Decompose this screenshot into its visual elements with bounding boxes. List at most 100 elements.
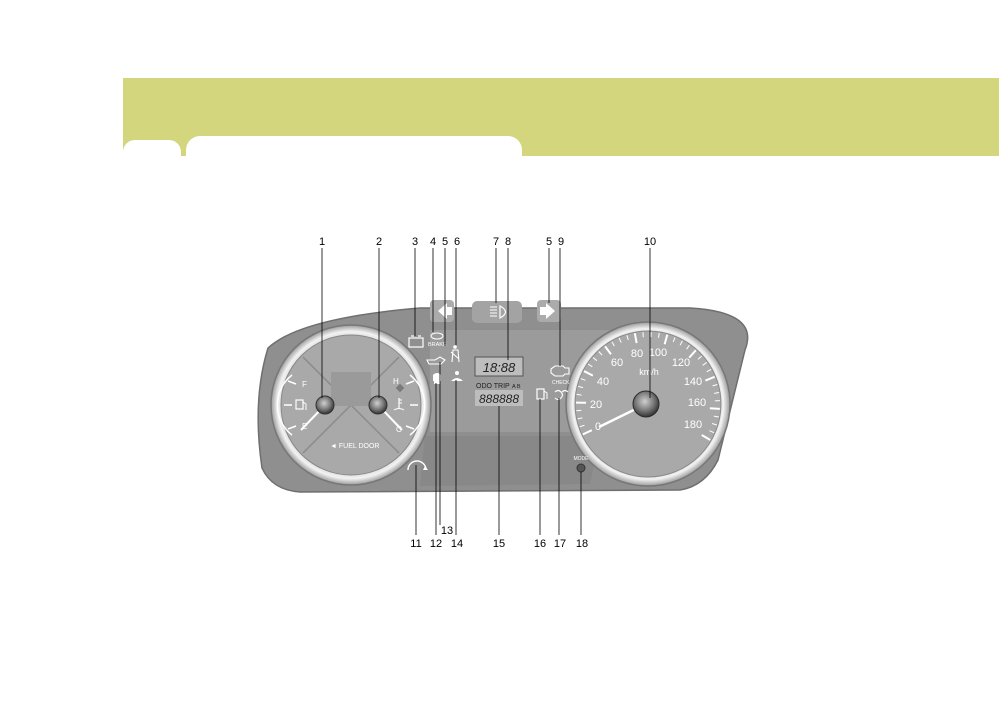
header-tab-small	[123, 140, 181, 162]
callout-3: 3	[412, 236, 418, 248]
odometer-display: 888888	[475, 390, 523, 406]
callout-17: 17	[554, 538, 566, 550]
seat-belt-warning-icon	[450, 345, 460, 363]
callout-4: 4	[430, 236, 436, 248]
speedometer-tick	[626, 335, 629, 341]
speedometer-tick	[714, 392, 720, 394]
callout-12: 12	[430, 538, 442, 550]
speedometer-tick	[705, 375, 716, 382]
callout-5-right: 5	[546, 236, 552, 248]
odometer-value: 888888	[479, 392, 519, 406]
glow-plug-icon	[554, 389, 569, 401]
speedometer-tick	[578, 385, 584, 389]
speed-tick-60: 60	[611, 357, 623, 369]
trip-reset-knob[interactable]	[407, 460, 428, 471]
speedometer-tick	[587, 363, 593, 368]
callout-numbers-bottom: 11 12 13 14 15 16 17 18	[410, 525, 588, 550]
speed-tick-40: 40	[597, 376, 609, 388]
speedometer-tick	[706, 368, 712, 373]
coolant-temperature-icon	[393, 398, 405, 411]
speedometer-tick	[633, 333, 638, 344]
speedometer-tick	[604, 345, 612, 355]
speedometer-tick	[580, 378, 586, 381]
header-tab-main	[186, 136, 522, 162]
speedometer-tick	[697, 355, 703, 360]
temp-cold-label: C	[396, 425, 402, 434]
airbag-warning-icon	[451, 371, 463, 381]
speed-tick-120: 120	[672, 357, 690, 369]
speedometer-tick	[679, 340, 683, 346]
speedometer-tick	[702, 362, 708, 366]
digital-clock-display: 18:88	[474, 356, 524, 377]
left-gauge-cluster	[270, 324, 432, 486]
low-fuel-warning-icon	[536, 388, 548, 400]
speedometer-tick	[583, 370, 594, 377]
odo-trip-label: ODO TRIP	[476, 383, 510, 390]
callout-10: 10	[644, 236, 656, 248]
high-beam-icon	[472, 301, 522, 323]
mode-button-label: MODE	[574, 456, 590, 462]
brake-warning-icon: BRAKE	[428, 332, 447, 348]
callout-15: 15	[493, 538, 505, 550]
fuel-pump-icon	[295, 399, 307, 410]
callout-6: 6	[454, 236, 460, 248]
speedometer-tick	[579, 424, 585, 428]
speedometer-tick	[663, 334, 669, 345]
callout-1: 1	[319, 236, 325, 248]
fuel-needle-hub	[315, 395, 335, 415]
callout-5-left: 5	[442, 236, 448, 248]
right-turn-signal-icon	[537, 300, 561, 322]
door-ajar-icon	[433, 373, 441, 384]
trip-ab-label: A B	[512, 384, 521, 390]
callout-numbers-top: 1 2 3 4 5 6 7 8 5 9 10	[319, 236, 656, 248]
speed-tick-140: 140	[684, 376, 702, 388]
speedometer-tick	[709, 407, 720, 410]
speed-unit-label: km/h	[639, 367, 659, 377]
clock-value: 18:88	[483, 360, 516, 375]
speedometer-tick	[686, 344, 690, 350]
speed-tick-0: 0	[595, 421, 601, 433]
speed-tick-180: 180	[684, 419, 702, 431]
speed-needle-hub	[632, 390, 660, 418]
callout-14: 14	[451, 538, 463, 550]
callout-7: 7	[493, 236, 499, 248]
callout-8: 8	[505, 236, 511, 248]
temp-hot-zone-mark	[395, 383, 405, 393]
speedometer-tick	[711, 423, 718, 426]
temperature-gauge: H C	[368, 374, 426, 436]
callout-13: 13	[441, 525, 453, 537]
speed-tick-160: 160	[688, 397, 706, 409]
speedometer-tick	[688, 349, 697, 359]
fuel-gauge: F E	[276, 374, 335, 436]
speedometer-tick	[712, 384, 718, 387]
brake-label: BRAKE	[428, 342, 447, 348]
fuel-full-label: F	[302, 380, 307, 389]
speedometer-tick	[592, 357, 598, 362]
speedometer: 0 20 40 60 80 100 120 140 160 180 km/h	[565, 321, 731, 487]
speedometer-tick	[611, 341, 615, 347]
callout-16: 16	[534, 538, 546, 550]
oil-pressure-icon	[426, 356, 446, 365]
callout-18: 18	[576, 538, 588, 550]
speedometer-tick	[582, 429, 593, 436]
speedometer-tick	[618, 337, 622, 343]
speedometer-tick	[598, 351, 603, 356]
callout-9: 9	[558, 236, 564, 248]
speedometer-tick	[577, 417, 583, 420]
callout-11: 11	[410, 538, 421, 550]
speedometer-tick	[713, 415, 719, 418]
speed-tick-100: 100	[649, 347, 667, 359]
speedometer-tick	[576, 393, 582, 396]
callout-leader-lines	[321, 248, 651, 535]
speed-tick-80: 80	[631, 348, 643, 360]
speedometer-tick-marks	[575, 332, 720, 441]
check-label: CHECK	[552, 380, 570, 386]
cluster-lower-panel	[420, 436, 600, 486]
left-turn-signal-icon	[430, 300, 454, 322]
fuel-door-label: ◄ FUEL DOOR	[330, 443, 379, 450]
callout-2: 2	[376, 236, 382, 248]
temp-needle-hub	[368, 395, 388, 415]
speedometer-tick	[709, 430, 715, 434]
battery-warning-icon	[408, 335, 424, 348]
